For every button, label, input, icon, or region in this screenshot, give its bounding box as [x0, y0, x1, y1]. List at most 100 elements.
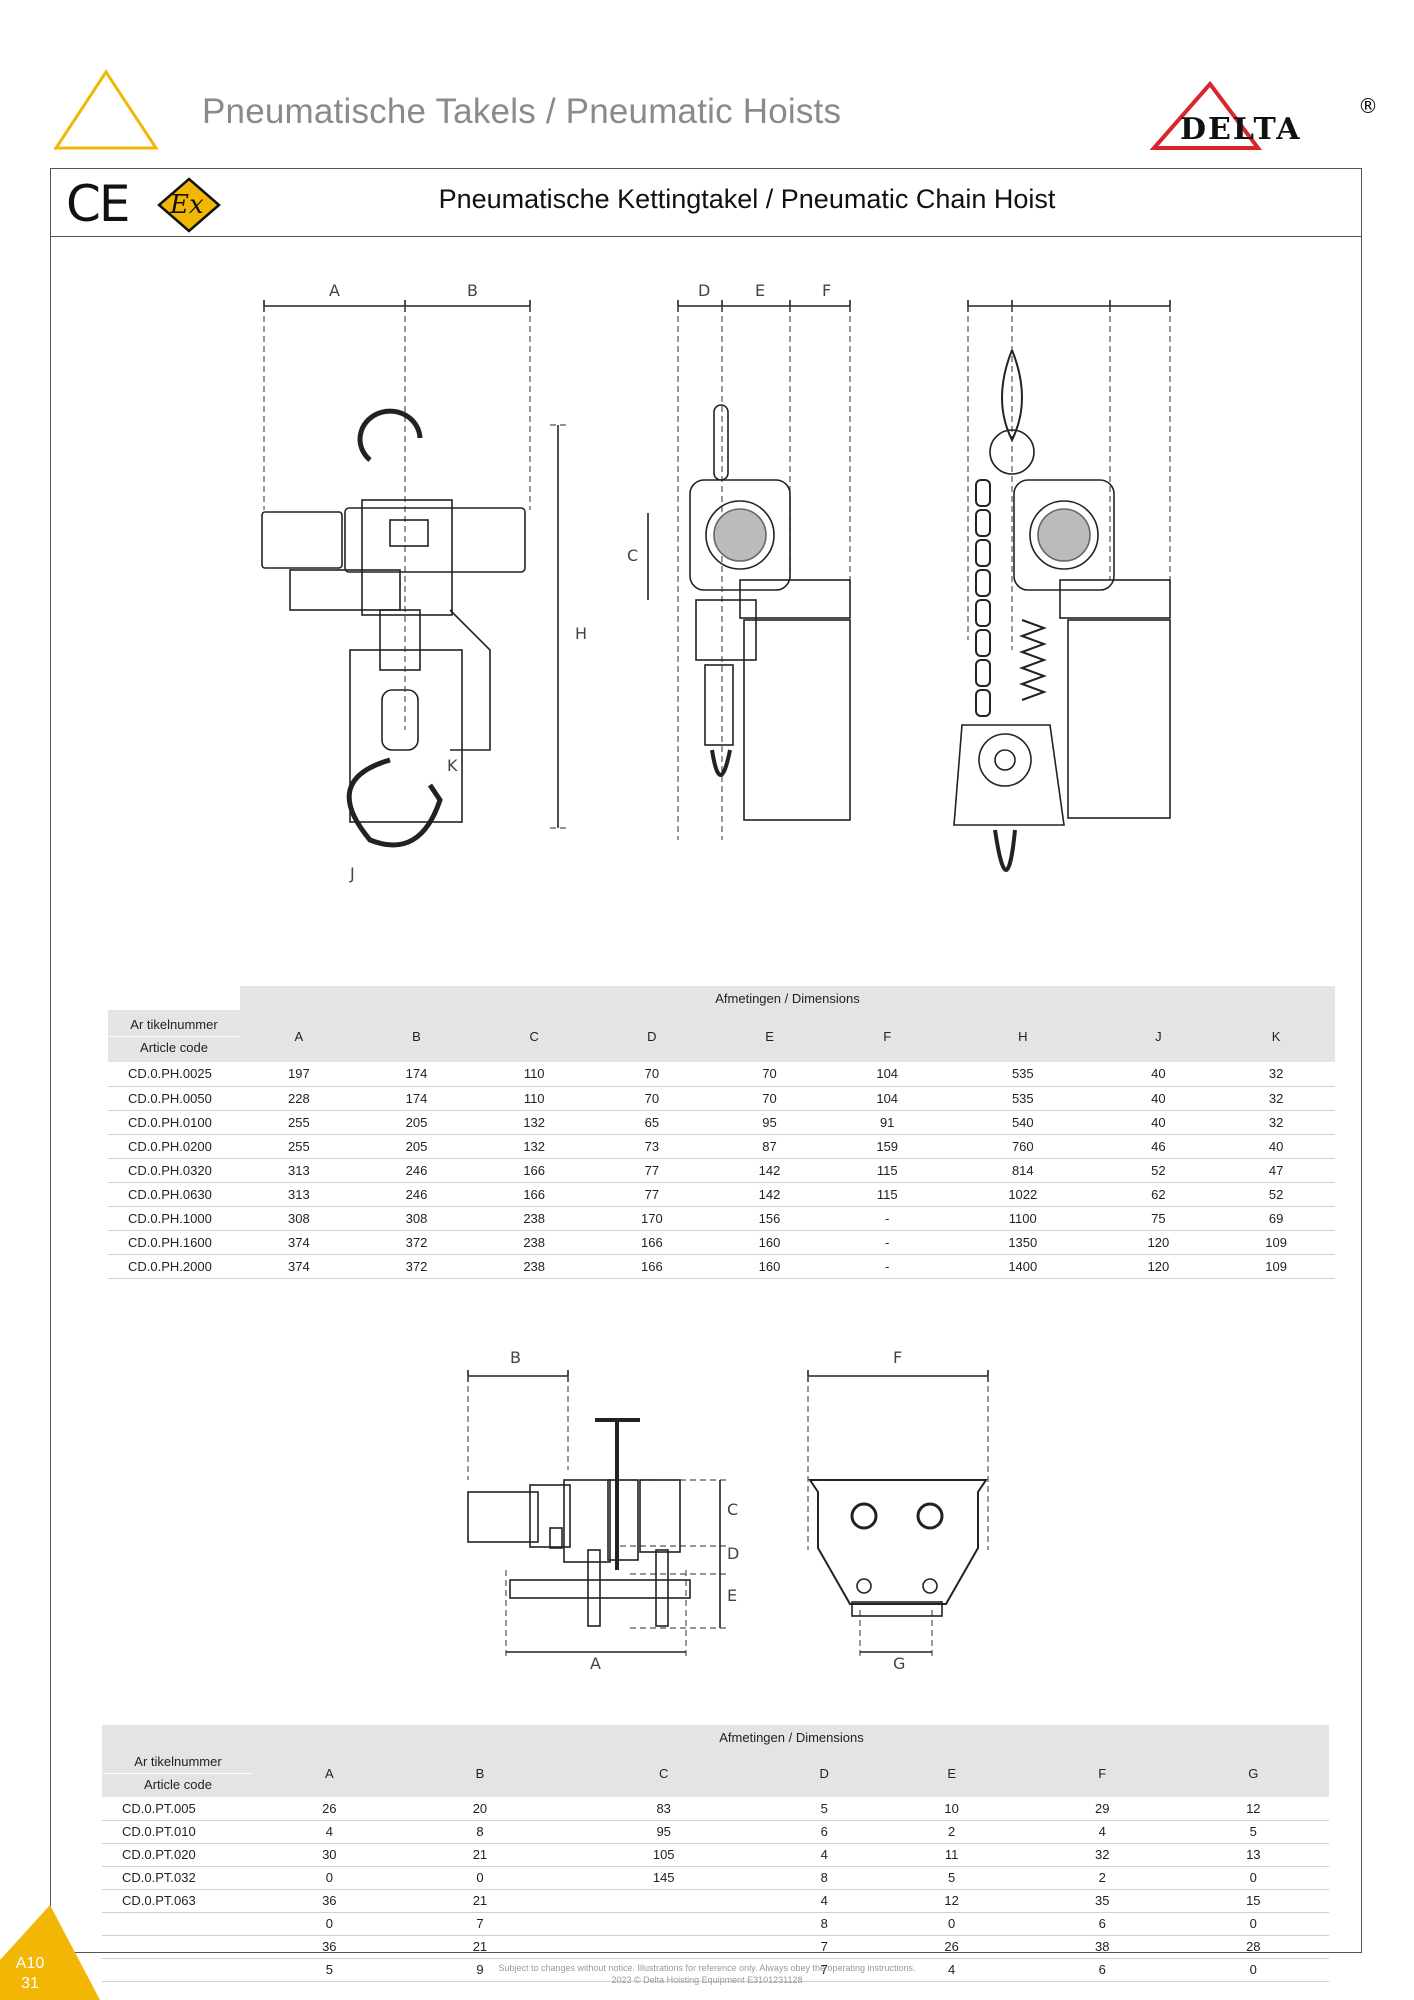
dimension-cell: 52: [1099, 1158, 1218, 1183]
dimension-cell: 105: [555, 1843, 773, 1867]
column-header: A: [240, 1010, 358, 1062]
dimension-cell: 2: [1026, 1866, 1178, 1890]
dim-label-a: A: [329, 281, 340, 300]
dimension-cell: 35: [1026, 1889, 1178, 1913]
article-code-header-nl: Ar tikelnummer: [109, 1014, 239, 1037]
article-code-cell: CD.0.PH.1000: [108, 1206, 240, 1231]
trolley-label-d: D: [727, 1544, 740, 1563]
column-header: H: [946, 1010, 1100, 1062]
dimension-cell: 160: [710, 1230, 829, 1255]
article-code-header-nl: Ar tikelnummer: [103, 1751, 253, 1774]
dimension-cell: 7: [772, 1935, 877, 1959]
table-header-row: Ar tikelnummer Article code A B C D E F …: [108, 1010, 1335, 1062]
dimension-cell: 197: [240, 1062, 358, 1087]
dimension-cell: 132: [475, 1110, 594, 1135]
dimension-cell: 95: [555, 1820, 773, 1844]
dimension-cell: 4: [1026, 1820, 1178, 1844]
dimension-cell: 26: [254, 1797, 405, 1821]
dimension-cell: 238: [475, 1254, 594, 1279]
dimension-cell: 156: [710, 1206, 829, 1231]
dimension-cell: 12: [876, 1889, 1027, 1913]
dimension-cell: 70: [710, 1086, 829, 1111]
article-code-cell: CD.0.PT.005: [102, 1797, 254, 1821]
trolley-label-g: G: [893, 1654, 906, 1673]
dimension-cell: 70: [593, 1086, 711, 1111]
dimension-cell: 5: [254, 1958, 405, 1982]
dimension-cell: 228: [240, 1086, 358, 1111]
dimension-cell: 46: [1099, 1134, 1218, 1159]
dimension-cell: 70: [593, 1062, 711, 1087]
page-index: 31: [21, 1975, 39, 1992]
dimension-cell: 0: [1177, 1866, 1329, 1890]
dimension-cell: 5: [772, 1797, 877, 1821]
dimension-cell: 174: [357, 1086, 476, 1111]
dimension-cell: [555, 1935, 773, 1959]
dimension-cell: 174: [357, 1062, 476, 1087]
dimension-cell: 6: [1026, 1958, 1178, 1982]
dimension-cell: 308: [240, 1206, 358, 1231]
dimension-cell: -: [828, 1206, 947, 1231]
dimension-cell: 308: [357, 1206, 476, 1231]
dimension-cell: 77: [593, 1182, 711, 1207]
dimension-cell: 40: [1099, 1110, 1218, 1135]
dimension-cell: -: [828, 1230, 947, 1255]
dimension-cell: 205: [357, 1110, 476, 1135]
dimension-cell: 255: [240, 1134, 358, 1159]
dimension-cell: 313: [240, 1182, 358, 1207]
trolley-label-c: C: [727, 1500, 739, 1519]
dimension-cell: 65: [593, 1110, 711, 1135]
dimension-cell: 40: [1099, 1086, 1218, 1111]
article-code-cell: CD.0.PT.063: [102, 1889, 254, 1913]
trolley-dimensions-table: Afmetingen / Dimensions Ar tikelnummer A…: [102, 1725, 1329, 1982]
dimension-cell: 1022: [946, 1182, 1100, 1207]
dimension-cell: 15: [1177, 1889, 1329, 1913]
dimension-cell: 32: [1026, 1843, 1178, 1867]
dimension-cell: 5: [876, 1866, 1027, 1890]
column-header: K: [1217, 1010, 1335, 1062]
chain-hoist-drawing: [261, 300, 1171, 872]
dimension-cell: 69: [1217, 1206, 1335, 1231]
dimension-cell: 21: [404, 1889, 556, 1913]
dimension-cell: 313: [240, 1158, 358, 1183]
dimension-cell: 0: [254, 1912, 405, 1936]
trolley-drawing: [467, 1370, 989, 1658]
dimension-cell: 6: [1026, 1912, 1178, 1936]
dim-label-h: H: [575, 624, 588, 643]
dimension-cell: [555, 1958, 773, 1982]
table2-caption-row: Afmetingen / Dimensions: [102, 1725, 1329, 1749]
table2-header-row: Ar tikelnummer Article code A B C D E F …: [102, 1749, 1329, 1797]
dimension-cell: 36: [254, 1935, 405, 1959]
column-header: F: [1026, 1749, 1178, 1797]
dimension-cell: 115: [828, 1158, 947, 1183]
article-code-cell: CD.0.PH.1600: [108, 1230, 240, 1255]
dimension-cell: 4: [772, 1843, 877, 1867]
dimension-cell: 0: [254, 1866, 405, 1890]
dimension-cell: 535: [946, 1062, 1100, 1087]
dimension-cell: 255: [240, 1110, 358, 1135]
dimension-cell: 372: [357, 1230, 476, 1255]
dimension-cell: 145: [555, 1866, 773, 1890]
dimension-cell: 166: [475, 1182, 594, 1207]
triangle-logo-icon: [53, 69, 159, 150]
page-title: Pneumatische Takels / Pneumatic Hoists: [202, 92, 842, 131]
dimension-cell: 104: [828, 1086, 947, 1111]
article-code-cell: CD.0.PH.0025: [108, 1062, 240, 1087]
dimension-cell: 7: [404, 1912, 556, 1936]
dimension-cell: 70: [710, 1062, 829, 1087]
logo-text: DELTA: [1180, 112, 1302, 147]
dimension-cell: 9: [404, 1958, 556, 1982]
dimension-cell: 1400: [946, 1254, 1100, 1279]
article-code-cell: CD.0.PH.0050: [108, 1086, 240, 1111]
ce-mark: CE: [66, 175, 131, 233]
dimension-cell: -: [828, 1254, 947, 1279]
dimension-cell: 40: [1217, 1134, 1335, 1159]
dimension-cell: 32: [1217, 1086, 1335, 1111]
article-code-cell: [102, 1958, 254, 1982]
dimension-cell: 91: [828, 1110, 947, 1135]
